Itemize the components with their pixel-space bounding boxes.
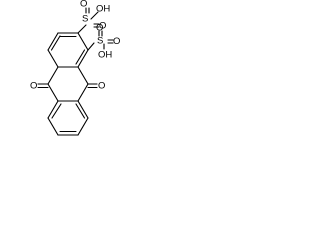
bond (47, 117, 59, 136)
bond (77, 66, 89, 85)
bond (77, 32, 89, 51)
upper-ring (47, 32, 89, 68)
atom-label-o-right-upper: O (96, 23, 103, 34)
atom-label-o-top-upper: O (80, 0, 87, 10)
bond (47, 32, 59, 51)
bond (77, 83, 89, 102)
sulfo-group-top (77, 7, 100, 34)
atom-label-s-right: S (97, 36, 103, 47)
atom-label-oh-top: OH (96, 4, 110, 15)
bond (47, 66, 59, 85)
bond (77, 100, 89, 119)
molecule-drawing: OH S O O S OH O O O O (30, 0, 120, 136)
ketone-bonds (37, 83, 98, 89)
bond (47, 49, 59, 68)
bond-double-inner (50, 35, 61, 51)
lower-ring (47, 100, 89, 136)
bond (47, 83, 59, 102)
bond (47, 100, 59, 119)
bond-double-inner (75, 49, 86, 65)
bond-c-s (87, 42, 95, 51)
atom-label-oh-right: OH (98, 50, 112, 61)
atom-label-o-right-lower: O (113, 36, 120, 47)
bond (77, 117, 89, 136)
atom-label-ketone-o-left: O (30, 81, 37, 92)
middle-ring (47, 66, 89, 102)
sulfo-group-right (87, 30, 114, 51)
atom-label-ketone-o-right: O (98, 81, 105, 92)
atom-label-o-top-lower: O (99, 21, 106, 32)
atom-label-s-top: S (82, 14, 88, 25)
bond (77, 49, 89, 68)
structure-diagram: OH S O O S OH O O O O (0, 0, 123, 150)
bond-s-oh (90, 11, 99, 20)
bond-c-s (77, 24, 87, 34)
bond-double-inner (75, 103, 86, 119)
bond-double-inner (51, 103, 62, 119)
